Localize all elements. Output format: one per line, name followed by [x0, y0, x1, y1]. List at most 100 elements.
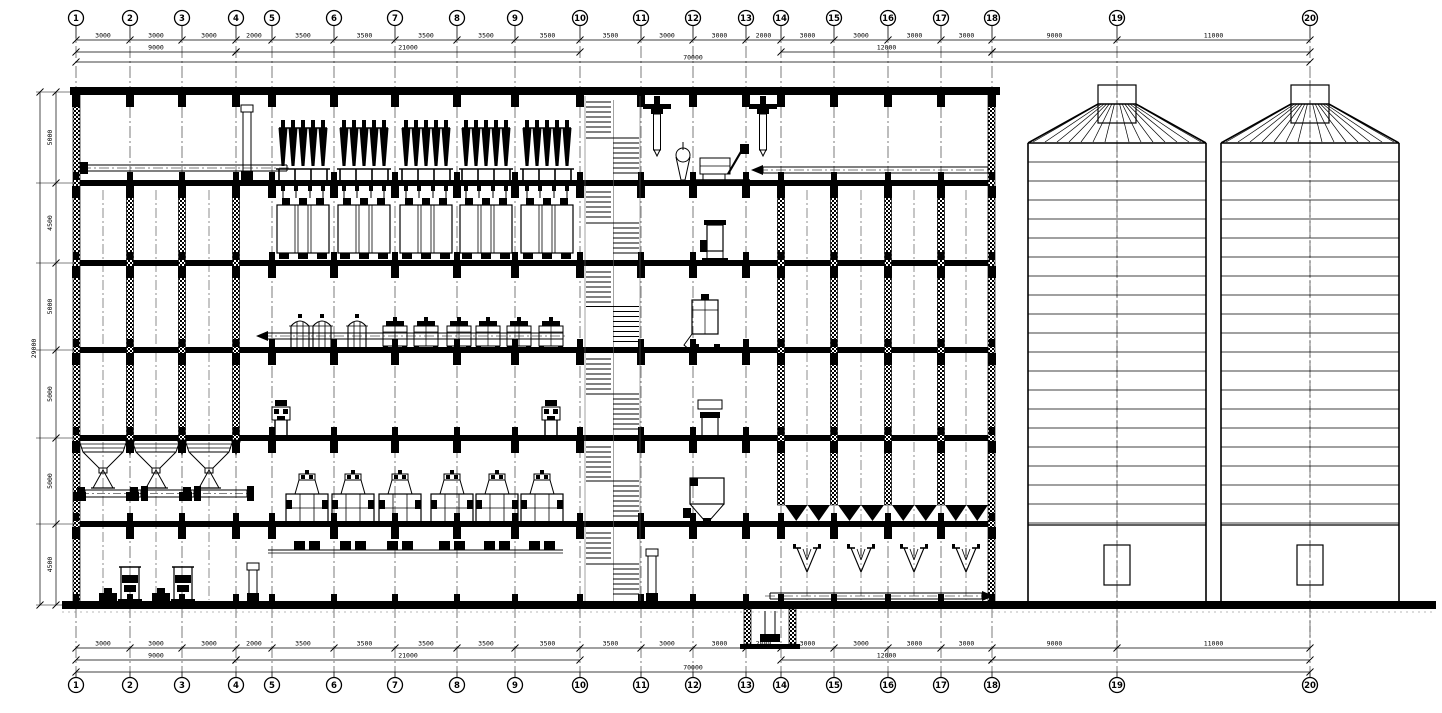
svg-text:3500: 3500: [357, 32, 373, 40]
svg-text:3: 3: [179, 14, 185, 24]
svg-text:5: 5: [269, 14, 275, 24]
svg-text:5000: 5000: [46, 386, 54, 402]
svg-text:3500: 3500: [540, 640, 556, 648]
svg-text:13: 13: [740, 14, 752, 24]
svg-text:5: 5: [269, 681, 275, 691]
svg-text:3000: 3000: [907, 32, 923, 40]
svg-text:3000: 3000: [148, 640, 164, 648]
svg-text:12000: 12000: [877, 44, 897, 52]
svg-text:3000: 3000: [201, 32, 217, 40]
svg-text:3000: 3000: [712, 640, 728, 648]
svg-text:9000: 9000: [148, 652, 164, 660]
svg-text:10: 10: [574, 681, 586, 691]
steel-silos: [1027, 80, 1400, 648]
svg-text:6: 6: [331, 681, 337, 691]
svg-text:7: 7: [392, 14, 398, 24]
svg-text:9000: 9000: [1047, 32, 1063, 40]
svg-text:19: 19: [1111, 14, 1123, 24]
svg-text:11: 11: [635, 14, 647, 24]
svg-text:2000: 2000: [246, 640, 262, 648]
svg-text:5000: 5000: [46, 130, 54, 146]
svg-text:9: 9: [512, 14, 518, 24]
svg-text:3000: 3000: [148, 32, 164, 40]
svg-text:14: 14: [775, 681, 787, 691]
svg-text:1: 1: [73, 14, 79, 24]
svg-text:12: 12: [687, 681, 699, 691]
svg-text:6: 6: [331, 14, 337, 24]
svg-text:2000: 2000: [756, 32, 772, 40]
svg-text:4500: 4500: [46, 557, 54, 573]
svg-text:3: 3: [179, 681, 185, 691]
svg-text:12000: 12000: [877, 652, 897, 660]
svg-text:4: 4: [233, 681, 239, 691]
svg-text:5000: 5000: [46, 299, 54, 315]
svg-text:3000: 3000: [201, 640, 217, 648]
svg-text:16: 16: [882, 14, 894, 24]
storage-bins: [73, 439, 988, 573]
svg-text:3500: 3500: [418, 32, 434, 40]
svg-text:4500: 4500: [46, 215, 54, 231]
building-structure: [70, 87, 1000, 602]
svg-text:18: 18: [986, 14, 998, 24]
svg-text:3500: 3500: [295, 32, 311, 40]
svg-text:3500: 3500: [295, 640, 311, 648]
svg-text:3500: 3500: [478, 32, 494, 40]
svg-text:3500: 3500: [357, 640, 373, 648]
svg-text:3500: 3500: [478, 640, 494, 648]
svg-text:1: 1: [73, 681, 79, 691]
svg-text:20: 20: [1304, 681, 1316, 691]
svg-text:29000: 29000: [30, 339, 38, 359]
svg-text:7: 7: [392, 681, 398, 691]
svg-text:3000: 3000: [95, 640, 111, 648]
svg-text:2: 2: [127, 14, 133, 24]
svg-text:2: 2: [127, 681, 133, 691]
svg-text:10: 10: [574, 14, 586, 24]
svg-text:13: 13: [740, 681, 752, 691]
svg-text:70000: 70000: [683, 664, 703, 672]
svg-text:9000: 9000: [148, 44, 164, 52]
svg-text:70000: 70000: [683, 54, 703, 62]
svg-text:9: 9: [512, 681, 518, 691]
svg-text:3000: 3000: [853, 32, 869, 40]
svg-text:3000: 3000: [959, 32, 975, 40]
svg-text:17: 17: [935, 681, 947, 691]
svg-text:3000: 3000: [95, 32, 111, 40]
svg-text:11000: 11000: [1204, 32, 1224, 40]
svg-text:11000: 11000: [1204, 640, 1224, 648]
svg-text:3000: 3000: [659, 640, 675, 648]
process-equipment: [80, 96, 994, 649]
staircase: [584, 96, 641, 601]
svg-text:3500: 3500: [540, 32, 556, 40]
svg-text:3000: 3000: [800, 32, 816, 40]
svg-text:15: 15: [828, 681, 840, 691]
svg-text:5000: 5000: [46, 473, 54, 489]
svg-text:3500: 3500: [418, 640, 434, 648]
svg-text:15: 15: [828, 14, 840, 24]
svg-text:3000: 3000: [712, 32, 728, 40]
svg-text:3000: 3000: [959, 640, 975, 648]
svg-text:9000: 9000: [1047, 640, 1063, 648]
svg-text:3000: 3000: [853, 640, 869, 648]
svg-text:3500: 3500: [603, 32, 619, 40]
svg-text:21000: 21000: [398, 44, 418, 52]
svg-text:3000: 3000: [800, 640, 816, 648]
svg-text:16: 16: [882, 681, 894, 691]
svg-text:2000: 2000: [246, 32, 262, 40]
svg-text:3000: 3000: [907, 640, 923, 648]
svg-text:11: 11: [635, 681, 647, 691]
svg-text:3500: 3500: [603, 640, 619, 648]
svg-text:12: 12: [687, 14, 699, 24]
svg-text:4: 4: [233, 14, 239, 24]
svg-text:17: 17: [935, 14, 947, 24]
svg-text:2000: 2000: [756, 640, 772, 648]
svg-text:19: 19: [1111, 681, 1123, 691]
svg-text:21000: 21000: [398, 652, 418, 660]
svg-text:8: 8: [454, 14, 460, 24]
svg-text:20: 20: [1304, 14, 1316, 24]
ground-line: [62, 601, 1436, 613]
svg-text:14: 14: [775, 14, 787, 24]
svg-text:3000: 3000: [659, 32, 675, 40]
